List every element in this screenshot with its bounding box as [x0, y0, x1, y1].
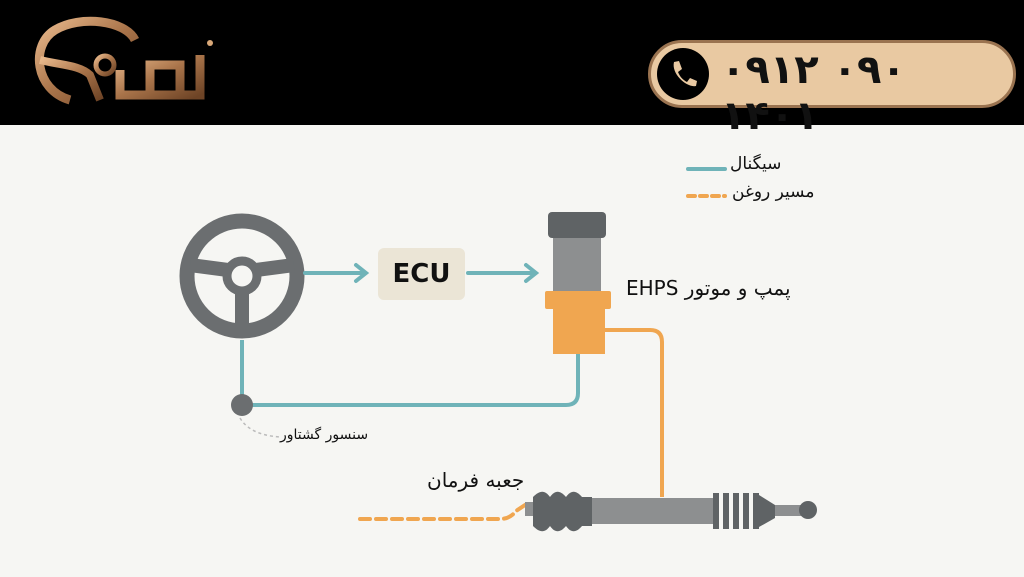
signal-ecu-to-pump [466, 263, 540, 283]
signal-wheel-to-ecu [303, 263, 370, 283]
steering-wheel-icon [179, 213, 305, 339]
oil-return-line [358, 503, 527, 521]
steering-rack-icon [525, 491, 817, 532]
sensor-callout-line [239, 417, 281, 438]
phone-badge[interactable]: ۰۹۱۲ ۰۹۰ ۱۴۰۱ [648, 40, 1016, 139]
header-bar: ۰۹۱۲ ۰۹۰ ۱۴۰۱ [0, 0, 1024, 139]
torque-sensor-icon [231, 394, 253, 416]
legend-oil-label: مسیر روغن [732, 182, 815, 202]
signal-sensor-to-pump [240, 340, 580, 407]
oil-pump-to-rack [605, 328, 664, 497]
steering-box-label: جعبه فرمان [427, 468, 525, 492]
ehps-diagram [179, 167, 817, 532]
iran-farman-logo [35, 16, 213, 105]
torque-sensor-label: سنسور گشتاور [280, 427, 369, 443]
phone-icon [657, 48, 709, 100]
pump-label: پمپ و موتور EHPS [626, 276, 791, 300]
pump-motor-icon [545, 212, 611, 354]
legend-signal-label: سیگنال [730, 154, 782, 174]
ecu-box: ECU [378, 248, 465, 300]
phone-number: ۰۹۱۲ ۰۹۰ ۱۴۰۱ [721, 47, 906, 139]
